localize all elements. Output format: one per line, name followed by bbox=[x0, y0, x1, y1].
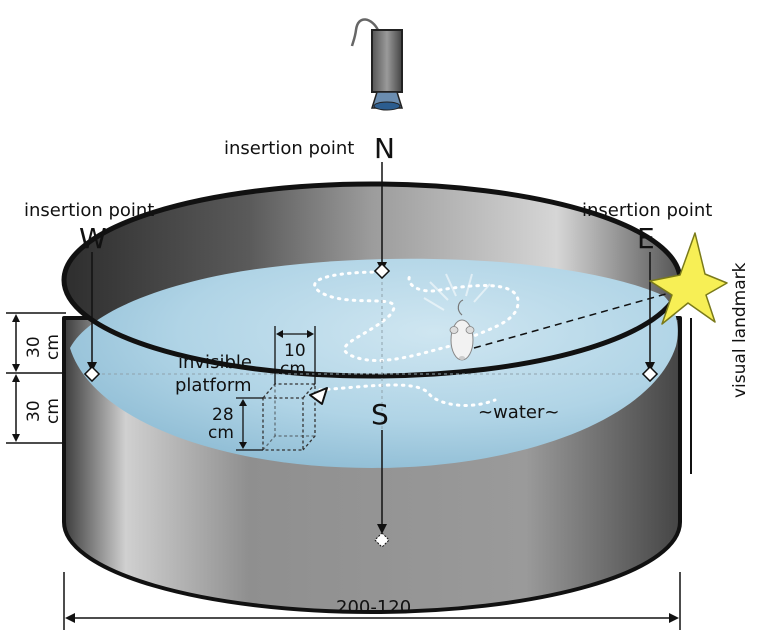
platform-label-line1: invisible bbox=[178, 352, 252, 373]
platform-height-unit: cm bbox=[208, 423, 234, 443]
insertion-point-east-label: insertion point bbox=[582, 200, 712, 221]
pool bbox=[61, 181, 683, 614]
insertion-point-west bbox=[83, 252, 101, 383]
direction-south-label: S bbox=[371, 398, 389, 431]
platform-height-dimension bbox=[236, 397, 263, 451]
star-icon bbox=[649, 232, 728, 325]
insertion-point-east bbox=[641, 252, 659, 383]
wall-upper-unit: cm bbox=[43, 334, 63, 360]
direction-north-label: N bbox=[374, 132, 395, 165]
platform-width-unit: cm bbox=[280, 359, 306, 379]
platform-height-value: 28 bbox=[212, 405, 234, 425]
camera-icon bbox=[350, 18, 404, 111]
wall-upper-value: 30 bbox=[24, 336, 44, 358]
water-surface bbox=[70, 258, 678, 468]
insertion-point-west-label: insertion point bbox=[24, 200, 154, 221]
direction-east-label: E bbox=[637, 222, 655, 255]
platform-width-value: 10 bbox=[284, 341, 306, 361]
platform-triangle-marker bbox=[309, 387, 328, 405]
visual-landmark-label: visual landmark bbox=[730, 262, 750, 398]
invisible-platform bbox=[262, 383, 316, 451]
wall-lower-value: 30 bbox=[24, 400, 44, 422]
water-label: ~water~ bbox=[478, 402, 559, 423]
mouse-icon bbox=[423, 273, 491, 361]
wall-lower-unit: cm bbox=[43, 398, 63, 424]
diameter-label: 200-120 bbox=[336, 597, 411, 618]
insertion-point-north bbox=[373, 162, 391, 280]
wall-height-dimension bbox=[6, 312, 66, 444]
platform-width-dimension bbox=[274, 326, 316, 384]
insertion-point-north-label: insertion point bbox=[224, 138, 354, 159]
diameter-dimension bbox=[63, 572, 681, 630]
direction-west-label: W bbox=[79, 222, 107, 255]
platform-label-line2: platform bbox=[175, 375, 251, 396]
insertion-point-south bbox=[374, 430, 390, 548]
